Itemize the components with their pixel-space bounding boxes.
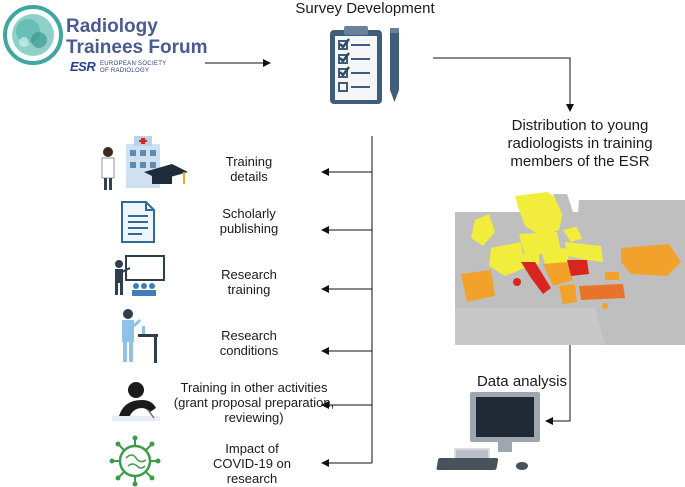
- teacher-whiteboard-icon: [115, 255, 165, 296]
- distribution-label: Distribution to young radiologists in tr…: [507, 117, 653, 170]
- person-writing-icon: [112, 382, 160, 421]
- map-region-italy: [521, 262, 551, 294]
- map-region-central-east: [541, 248, 569, 264]
- step-label-research-training: Research training: [221, 267, 277, 297]
- map-region-romania: [567, 260, 589, 276]
- step-label-research-conditions: Research conditions: [219, 328, 279, 358]
- map-region-ukraine: [565, 242, 603, 262]
- computer-icon: [436, 392, 540, 470]
- map-region-finland: [553, 194, 573, 220]
- hospital-graduate-icon: [101, 136, 188, 190]
- logo-title-line2: Trainees Forum: [66, 37, 208, 58]
- map-region-balkans: [543, 262, 573, 286]
- map-region-caucasus: [605, 272, 619, 280]
- data-analysis-label: Data analysis: [476, 373, 568, 390]
- step-label-covid-impact: Impact of COVID-19 on research: [212, 441, 292, 486]
- step-label-other-activities: Training in other activities (grant prop…: [173, 380, 335, 425]
- map-region-kazakhstan: [621, 244, 681, 276]
- map-region-turkey: [579, 284, 625, 300]
- map-region-north-africa: [455, 308, 605, 345]
- arrow-map-to-analysis: [545, 345, 571, 425]
- map-region-iberia: [461, 270, 495, 302]
- logo-circle-icon: [3, 5, 63, 65]
- esr-logo-text-line2: OF RADIOLOGY: [100, 68, 150, 74]
- survey-development-label: Survey Development: [295, 0, 435, 17]
- virus-icon: [109, 435, 161, 487]
- step-label-scholarly-publishing: Scholarly publishing: [219, 206, 279, 236]
- europe-map: [455, 190, 685, 345]
- map-region-sardinia: [513, 278, 521, 286]
- logo: Radiology Trainees Forum ESR EUROPEAN SO…: [0, 0, 210, 80]
- map-region-cyprus: [602, 303, 608, 309]
- arrow-survey-to-distribution: [433, 57, 574, 112]
- map-region-france-benelux: [489, 242, 525, 276]
- esr-logo-text-line1: EUROPEAN SOCIETY: [100, 61, 167, 67]
- clipboard-checklist-icon: [330, 26, 399, 104]
- lab-researcher-icon: [122, 309, 158, 363]
- map-region-uk-ireland: [471, 214, 495, 246]
- esr-logo-mark: ESR: [70, 59, 96, 74]
- map-region-greece: [559, 284, 577, 304]
- document-icon: [121, 201, 155, 243]
- step-label-training-details: Training details: [225, 154, 273, 184]
- map-region-scandinavia: [515, 192, 565, 236]
- map-region-alps: [517, 254, 539, 264]
- logo-title-line1: Radiology: [66, 16, 158, 37]
